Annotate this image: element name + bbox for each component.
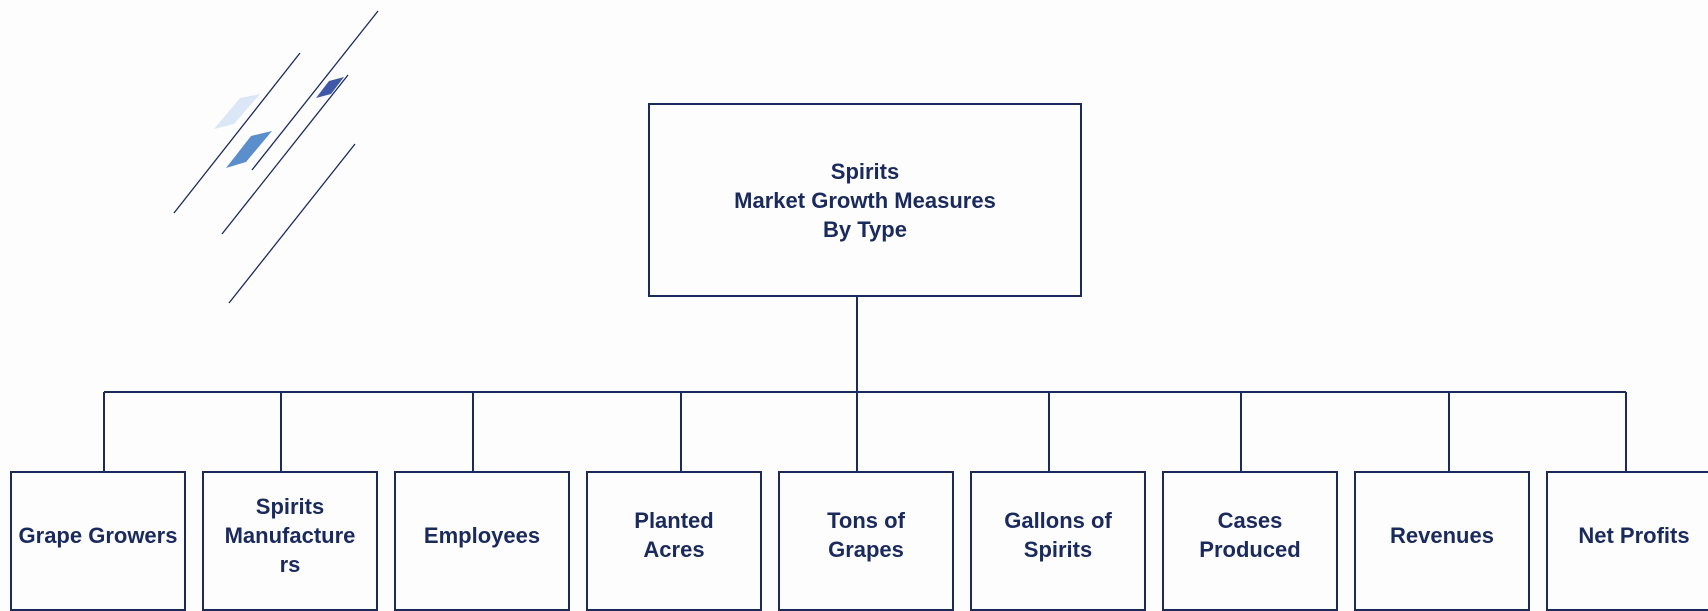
- child-node-label: Employees: [423, 522, 541, 548]
- child-node-label: Spirits Manufacturers: [224, 493, 356, 577]
- child-node-cases-produced: Cases Produced: [1162, 471, 1338, 611]
- child-node-label: Grape Growers: [18, 522, 178, 548]
- decorative-ornament: [173, 10, 379, 304]
- child-node-grape-growers: Grape Growers: [10, 471, 186, 611]
- child-node-label: Tons of Grapes: [827, 508, 905, 562]
- ornament-line: [173, 52, 301, 214]
- connector-lines: [103, 297, 1627, 471]
- root-title-line: By Type: [823, 216, 907, 242]
- child-node-employees: Employees: [394, 471, 570, 611]
- root-title-line: Spirits: [830, 158, 900, 184]
- child-node-label: Gallons of Spirits: [1004, 508, 1112, 562]
- root-node: Spirits Market Growth Measures By Type: [648, 103, 1082, 297]
- child-node-label: Planted Acres: [634, 508, 714, 562]
- root-title-line: Market Growth Measures: [734, 187, 996, 213]
- child-node-net-profits: Net Profits: [1546, 471, 1708, 611]
- child-node-revenues: Revenues: [1354, 471, 1530, 611]
- ornament-line: [251, 10, 379, 171]
- child-node-label: Cases Produced: [1199, 508, 1301, 562]
- child-node-spirits-manufacturers: Spirits Manufacturers: [202, 471, 378, 611]
- ornament-line: [228, 143, 356, 304]
- child-node-label: Revenues: [1390, 522, 1494, 548]
- ornament-line: [221, 74, 349, 235]
- child-node-planted-acres: Planted Acres: [586, 471, 762, 611]
- child-node-gallons-of-spirits: Gallons of Spirits: [970, 471, 1146, 611]
- ornament-diamond-mid: [226, 131, 272, 168]
- child-node-label: Net Profits: [1578, 522, 1690, 548]
- ornament-diamond-dark: [316, 77, 344, 98]
- child-node-tons-of-grapes: Tons of Grapes: [778, 471, 954, 611]
- ornament-diamond-light: [214, 94, 260, 129]
